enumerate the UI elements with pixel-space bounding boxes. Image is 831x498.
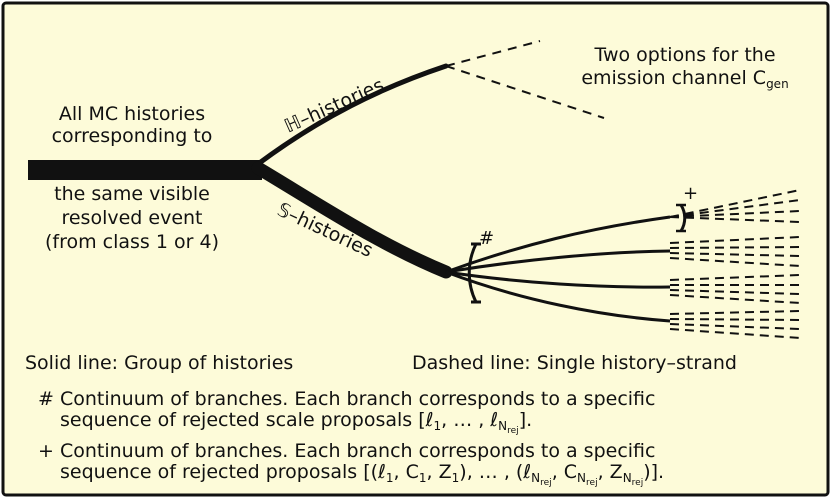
root-label-bottom: the same visible resolved event (from cl… (22, 182, 242, 254)
legend-dashed: Dashed line: Single history–strand (412, 352, 737, 374)
emission-label: Two options for the emission channel Cge… (560, 44, 810, 96)
strands-group-4 (669, 310, 801, 339)
note-hash-line2: sequence of rejected scale proposals [ℓ1… (60, 409, 533, 437)
note-hash: # Continuum of branches. Each branch cor… (38, 389, 655, 442)
s-fan-1 (445, 215, 671, 274)
emission-line2: emission channel C (581, 67, 767, 89)
note-plus-line1: + Continuum of branches. Each branch cor… (38, 440, 656, 462)
note-plus: + Continuum of branches. Each branch cor… (38, 441, 664, 494)
note-plus-line2: sequence of rejected proposals [(ℓ1, C1,… (60, 461, 665, 489)
emission-sub: gen (766, 77, 789, 91)
strands-group-1 (669, 189, 801, 223)
root-label-line4: resolved event (61, 207, 203, 229)
s-fan-2 (445, 249, 671, 274)
strands-group-2 (669, 236, 801, 267)
note-hash-line1: # Continuum of branches. Each branch cor… (38, 388, 656, 410)
s-fan-4 (445, 270, 671, 323)
legend-solid: Solid line: Group of histories (25, 352, 294, 374)
hash-marker: # (479, 228, 495, 249)
plus-marker: + (683, 183, 699, 204)
emission-line1: Two options for the (594, 44, 776, 66)
root-label-line2: corresponding to (51, 125, 213, 147)
root-label-top: All MC histories corresponding to (32, 103, 232, 147)
root-label-line5: (from class 1 or 4) (45, 231, 219, 253)
s-branch (251, 161, 453, 279)
h-dash-lower (445, 65, 605, 119)
root-label-line1: All MC histories (58, 103, 206, 125)
h-branch (255, 63, 449, 167)
h-dash-upper (445, 40, 541, 67)
strands-group-3 (669, 274, 801, 304)
s-fan-3 (445, 270, 671, 289)
plus-continuum-marker (679, 204, 687, 232)
hash-continuum-marker (467, 243, 478, 303)
root-label-line3: the same visible (54, 183, 210, 205)
